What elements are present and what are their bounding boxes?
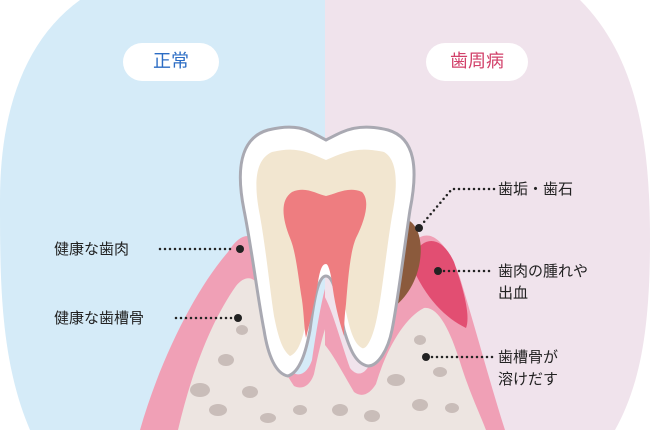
callout-bone-loss-line2: 溶けだす <box>498 370 559 388</box>
callout-gum-swelling: 歯肉の腫れや 出血 <box>498 260 588 304</box>
leader-lines <box>158 187 496 359</box>
callout-gum-swelling-line2: 出血 <box>498 284 529 302</box>
callout-bone-loss-line1: 歯槽骨が <box>498 348 559 366</box>
callout-healthy-bone: 健康な歯槽骨 <box>54 309 145 327</box>
callout-gum-swelling-line1: 歯肉の腫れや <box>498 262 589 280</box>
callout-bone-loss: 歯槽骨が 溶けだす <box>498 346 558 390</box>
inflamed-gum-redness <box>410 240 468 328</box>
callout-plaque-tartar: 歯垢・歯石 <box>498 180 574 198</box>
callout-healthy-gum: 健康な歯肉 <box>54 240 130 258</box>
leader-dots <box>234 224 442 361</box>
tooth <box>238 125 416 378</box>
tooth-pulp <box>283 189 367 338</box>
healthy-alveolar-bone <box>178 278 325 430</box>
bone-texture <box>190 325 459 423</box>
periodontal-title-badge: 歯周病 <box>426 43 528 81</box>
periodontal-title: 歯周病 <box>450 51 504 72</box>
receding-alveolar-bone <box>325 307 486 430</box>
normal-title: 正常 <box>153 51 189 72</box>
normal-title-badge: 正常 <box>123 43 219 81</box>
